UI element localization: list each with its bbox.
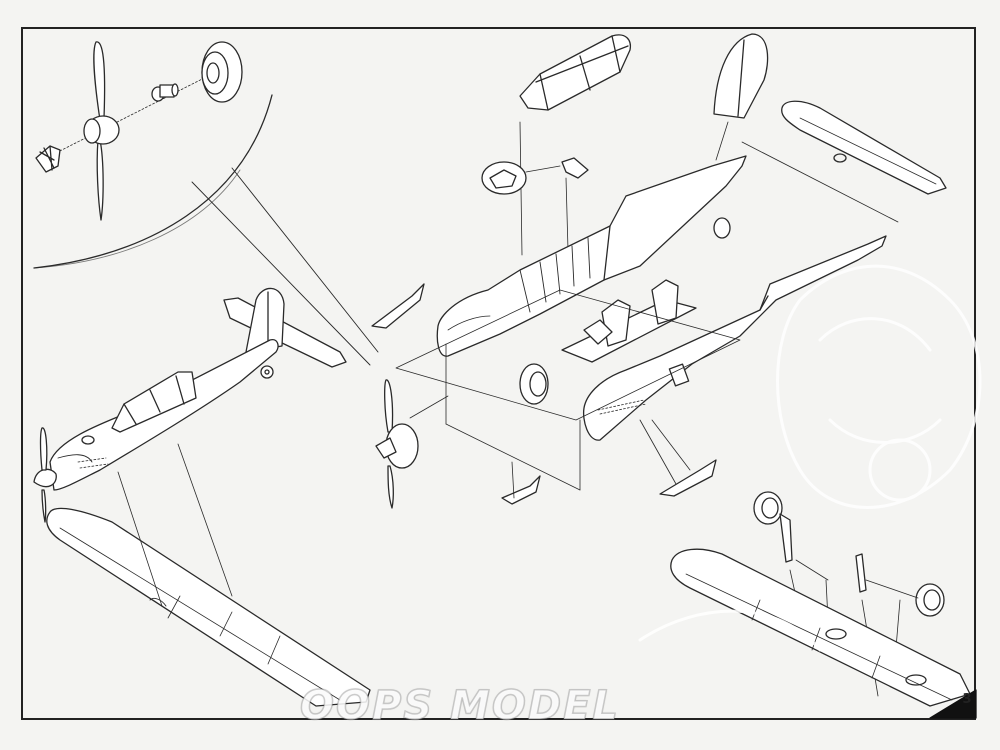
prop-shaft — [151, 83, 179, 102]
cockpit-floor-with-seats — [561, 279, 697, 363]
page-corner-tab — [929, 689, 977, 719]
canopy-icon — [519, 34, 632, 256]
exhaust-part — [371, 283, 425, 329]
seat-icon — [583, 279, 679, 347]
fuselage-left-half — [436, 155, 747, 357]
spinner-icon — [35, 145, 61, 173]
horizontal-stabilizer — [741, 100, 947, 223]
assembled-aircraft — [33, 287, 371, 707]
detail-callout-arc — [33, 94, 379, 366]
watermark-text: OOPS MODEL — [299, 682, 620, 730]
lower-wing — [670, 548, 971, 707]
center-propeller — [375, 379, 449, 509]
propeller-assembly-detail — [35, 41, 243, 221]
radiator-part — [639, 419, 717, 497]
small-parts-detail — [481, 157, 589, 251]
tail-fin-icon — [713, 33, 769, 161]
propeller-icon — [83, 41, 120, 221]
sheet-border — [21, 27, 976, 720]
fuselage-right-half — [582, 235, 887, 441]
assembly-guide-box — [395, 289, 741, 491]
intake-scoop — [501, 461, 541, 505]
watermark-emblem — [638, 264, 982, 652]
page-number: 3 — [962, 692, 972, 707]
instrument-disc — [519, 363, 549, 405]
prop-backplate — [201, 41, 243, 103]
wheel-icon — [753, 491, 945, 617]
